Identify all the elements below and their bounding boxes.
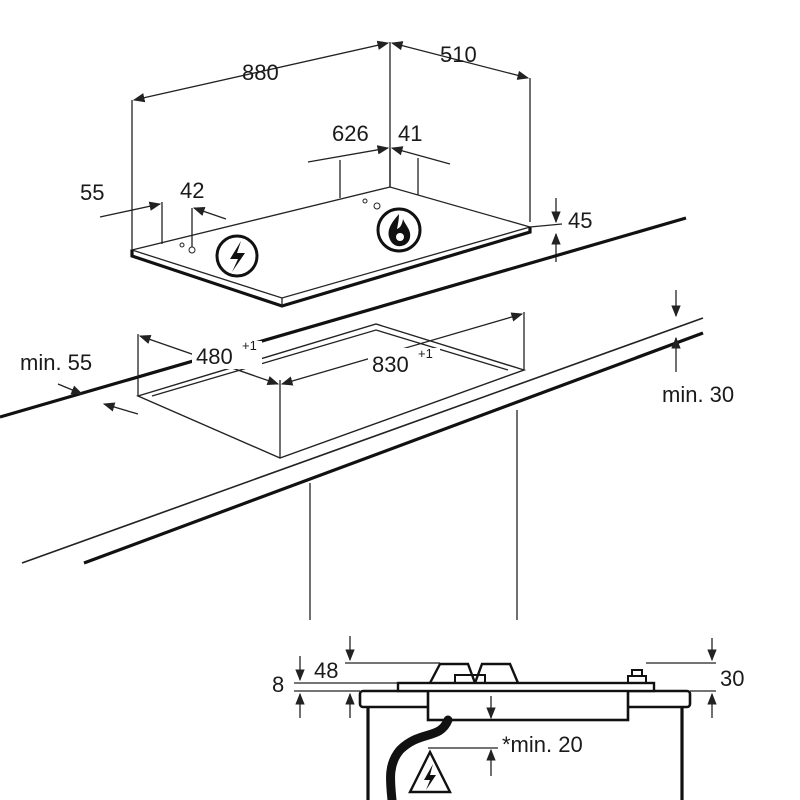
dim-gap-41: 41 <box>398 121 422 146</box>
dim-cutout-480-tol: +1 <box>242 338 257 353</box>
supply-cable <box>385 715 453 800</box>
dim-offset-42: 42 <box>180 178 204 203</box>
electric-hazard-icon <box>215 234 259 278</box>
side-section-view: 48 8 30 *min. 20 <box>272 636 744 800</box>
dim-height-45: 45 <box>568 208 592 233</box>
dim-cutout-830: 830 <box>372 352 409 377</box>
dim-width-880: 880 <box>242 60 279 85</box>
dim-side-48: 48 <box>314 658 338 683</box>
dim-min-20: *min. 20 <box>502 732 583 757</box>
worktop-front-top <box>21 317 704 564</box>
dim-control-626: 626 <box>332 121 369 146</box>
dim-margin-55: 55 <box>80 180 104 205</box>
hob-top-view: 880 510 626 41 55 42 45 <box>80 40 592 308</box>
dim-cutout-480: 480 <box>196 344 233 369</box>
electric-warning-triangle-icon <box>408 749 452 794</box>
dim-depth-510: 510 <box>440 42 477 67</box>
dim-min-55: min. 55 <box>20 350 92 375</box>
worktop-cutout: 480 +1 830 +1 min. 55 min. 30 <box>0 216 734 620</box>
dim-min-30: min. 30 <box>662 382 734 407</box>
dim-cutout-830-tol: +1 <box>418 346 433 361</box>
gas-flame-icon <box>376 207 422 253</box>
worktop-front-bottom <box>83 331 704 565</box>
dim-side-8: 8 <box>272 672 284 697</box>
dim-side-30: 30 <box>720 666 744 691</box>
